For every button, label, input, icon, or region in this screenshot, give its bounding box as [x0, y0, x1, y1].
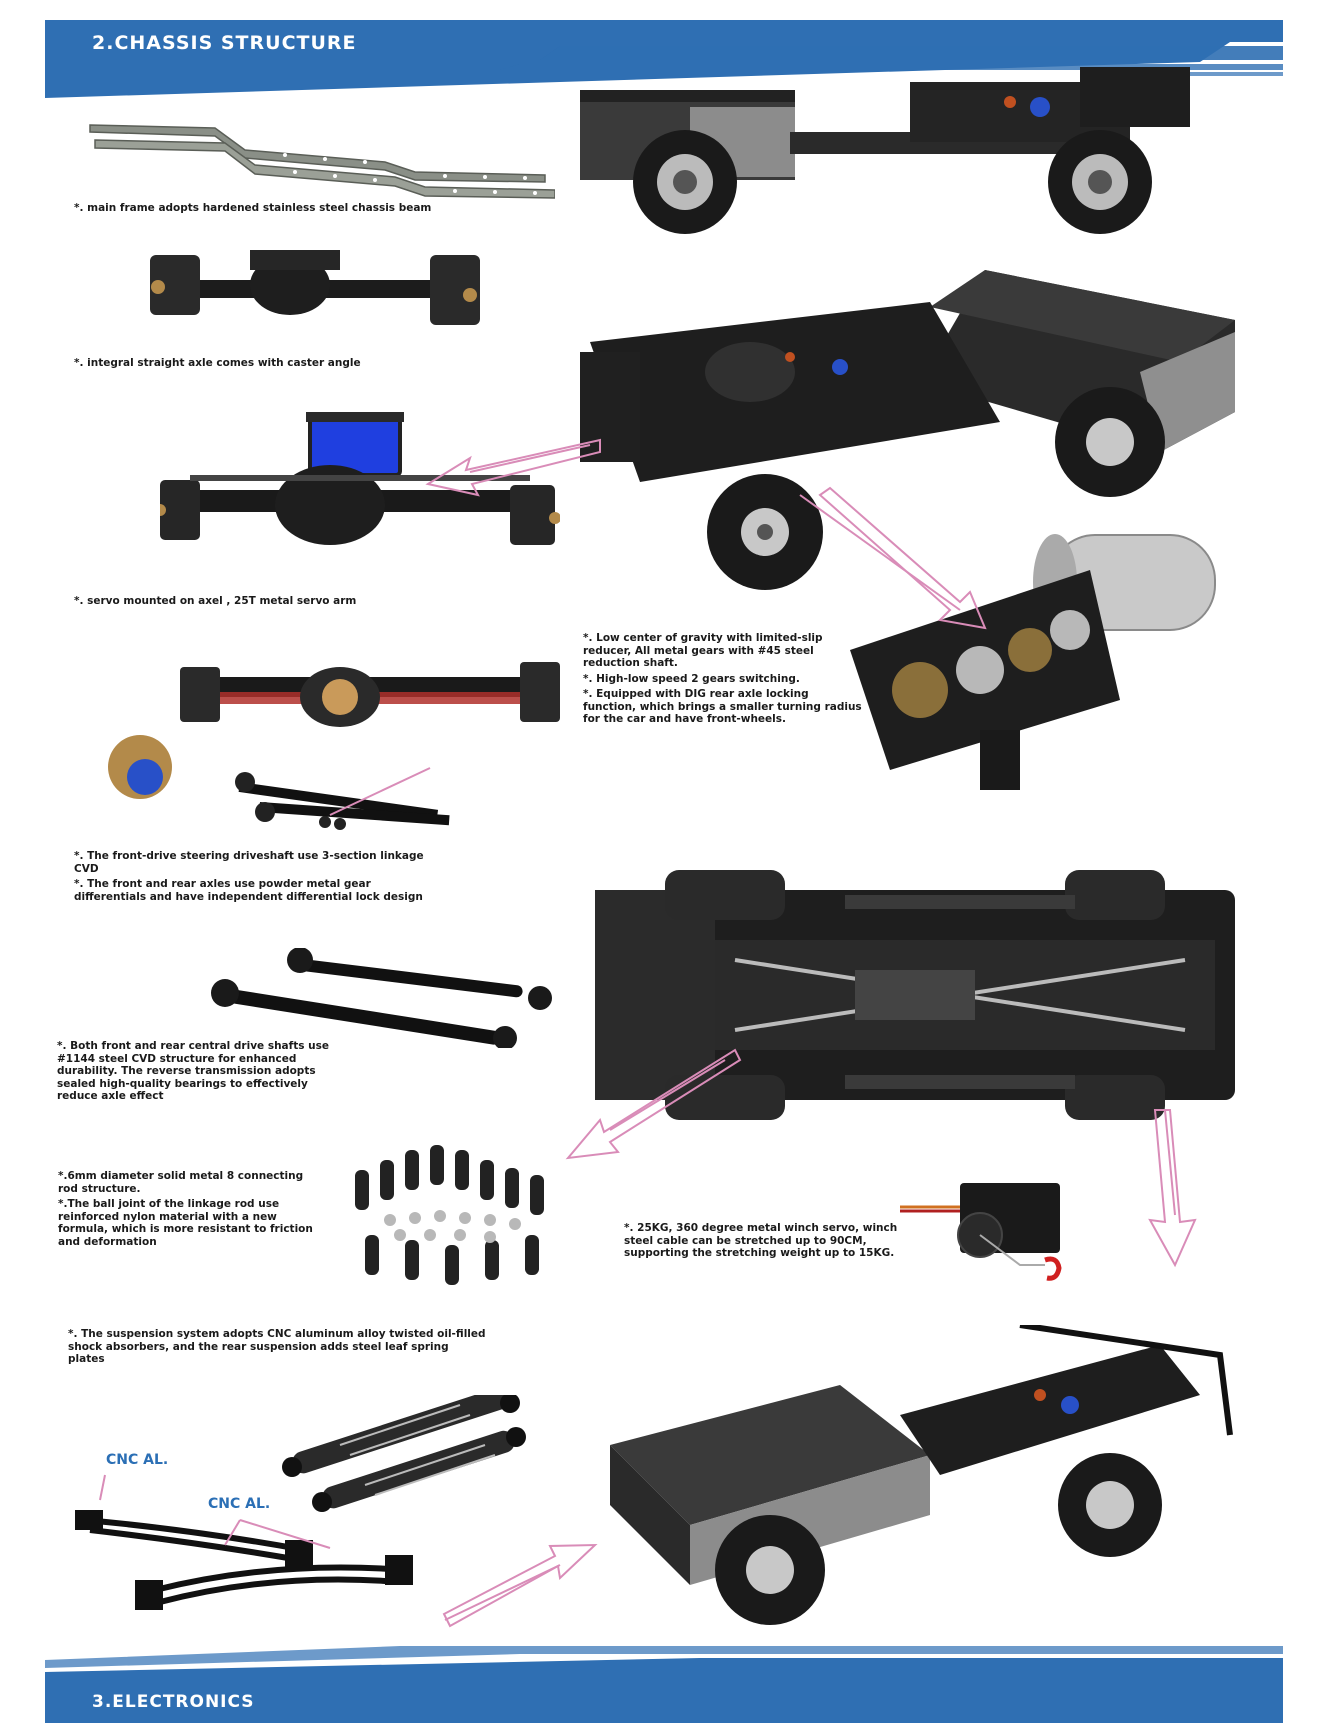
ball-links-image [345, 1140, 565, 1290]
central-driveshaft-image [205, 948, 565, 1048]
caption-winch: *. 25KG, 360 degree metal winch servo, w… [624, 1222, 898, 1259]
banner-shape [45, 1646, 1283, 1723]
rolling-chassis-side-image [580, 62, 1220, 237]
chassis-beam-image [85, 110, 555, 205]
chassis-underside-image [585, 870, 1245, 1120]
caption-central-shafts: *. Both front and rear central drive sha… [57, 1040, 329, 1102]
straight-axle-image [150, 245, 490, 335]
section-header-electronics: 3.ELECTRONICS [0, 1640, 1320, 1723]
winch-servo-image [900, 1175, 1080, 1285]
leaf-springs-image [75, 1490, 435, 1630]
section-title: 2.CHASSIS STRUCTURE [92, 32, 357, 54]
caption-servo: *. servo mounted on axel , 25T metal ser… [74, 595, 357, 607]
cnc-label-left: CNC AL. [106, 1452, 169, 1468]
cnc-label-right: CNC AL. [208, 1496, 271, 1512]
servo-axle-image [160, 410, 560, 580]
caption-suspension: *. The suspension system adopts CNC alum… [68, 1328, 486, 1365]
caption-driveshaft: *. The front-drive steering driveshaft u… [74, 850, 424, 903]
rolling-chassis-rear-image [600, 1325, 1250, 1635]
shock-absorbers-image [280, 1395, 530, 1525]
section-title: 3.ELECTRONICS [92, 1692, 255, 1712]
caption-links: *.6mm diameter solid metal 8 connecting … [58, 1170, 313, 1248]
rolling-chassis-front-image [580, 262, 1250, 592]
caption-axle: *. integral straight axle comes with cas… [74, 357, 361, 369]
transmission-gearbox-image [830, 530, 1230, 800]
differential-driveshaft-image [60, 652, 560, 842]
caption-frame: *. main frame adopts hardened stainless … [74, 202, 432, 214]
caption-gearbox: *. Low center of gravity with limited-sl… [583, 632, 862, 725]
